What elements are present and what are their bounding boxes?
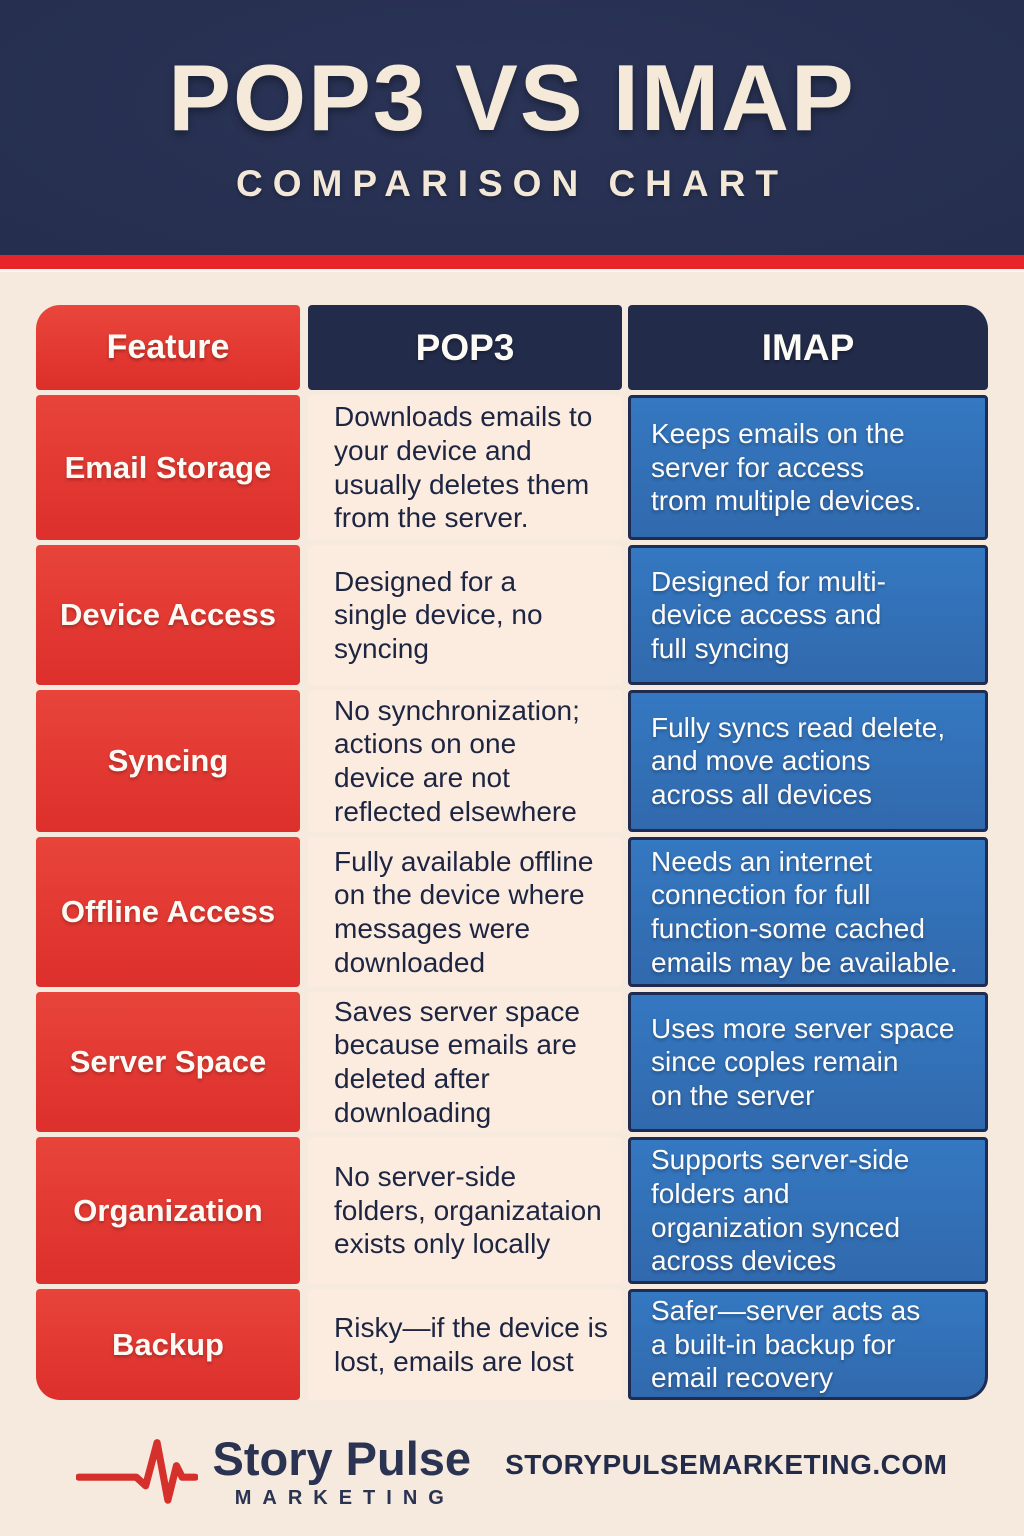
comparison-table: Feature POP3 IMAP Email Storage Download… (36, 305, 988, 1405)
imap-description: Keeps emails on the server for access tr… (651, 418, 922, 517)
pop3-cell: No synchronization; actions on one devic… (308, 690, 622, 832)
website-url: STORYPULSEMARKETING.COM (505, 1449, 948, 1480)
page-title: POP3 VS IMAP (168, 44, 856, 150)
column-header-pop3: POP3 (308, 305, 622, 390)
column-header-label: POP3 (415, 326, 515, 368)
pop3-cell: No server-side folders, organizataion ex… (308, 1137, 622, 1284)
feature-label: Organization (73, 1192, 263, 1228)
feature-cell: Offline Access (36, 837, 300, 987)
table-row-offline-access: Offline Access Fully available offline o… (36, 837, 988, 987)
brand-name: Story Pulse (212, 1431, 472, 1485)
pop3-cell: Saves server space because emails are de… (308, 992, 622, 1132)
imap-description: Fully syncs read delete, and move action… (651, 711, 946, 810)
red-accent-stripe (0, 255, 1024, 272)
imap-cell: Keeps emails on the server for access tr… (628, 395, 988, 540)
pop3-cell: Designed for a single device, no syncing (308, 545, 622, 685)
pop3-description: No server-side folders, organizataion ex… (334, 1161, 602, 1260)
feature-label: Backup (112, 1326, 224, 1362)
heartbeat-pulse-icon (76, 1439, 199, 1504)
brand-logo: Story Pulse MARKETING (76, 1432, 471, 1512)
feature-cell: Device Access (36, 545, 300, 685)
pop3-description: No synchronization; actions on one devic… (334, 694, 580, 827)
column-header-label: IMAP (761, 326, 855, 368)
imap-cell: Fully syncs read delete, and move action… (628, 690, 988, 832)
column-header-feature: Feature (36, 305, 300, 390)
pop3-description: Risky—if the device is lost, emails are … (334, 1311, 608, 1377)
table-row-backup: Backup Risky—if the device is lost, emai… (36, 1289, 988, 1400)
pop3-description: Saves server space because emails are de… (334, 995, 580, 1128)
imap-description: Safer—server acts as a built-in backup f… (651, 1295, 921, 1394)
page-subtitle: COMPARISON CHART (236, 162, 788, 204)
feature-cell: Backup (36, 1289, 300, 1400)
imap-description: Uses more server space since coples rema… (651, 1012, 955, 1111)
pop3-cell: Fully available offline on the device wh… (308, 837, 622, 987)
imap-cell: Designed for multi- device access and fu… (628, 545, 988, 685)
header-banner: POP3 VS IMAP COMPARISON CHART (0, 0, 1024, 255)
column-header-imap: IMAP (628, 305, 988, 390)
table-row-server-space: Server Space Saves server space because … (36, 992, 988, 1132)
footer: Story Pulse MARKETING STORYPULSEMARKETIN… (0, 1408, 1024, 1536)
pop3-description: Downloads emails to your device and usua… (334, 401, 593, 534)
pop3-description: Designed for a single device, no syncing (334, 565, 543, 664)
imap-description: Designed for multi- device access and fu… (651, 565, 886, 664)
feature-label: Email Storage (64, 449, 272, 485)
table-row-device-access: Device Access Designed for a single devi… (36, 545, 988, 685)
feature-cell: Server Space (36, 992, 300, 1132)
pop3-cell: Downloads emails to your device and usua… (308, 395, 622, 540)
feature-cell: Organization (36, 1137, 300, 1284)
feature-label: Syncing (107, 743, 229, 778)
table-row-syncing: Syncing No synchronization; actions on o… (36, 690, 988, 832)
feature-cell: Email Storage (36, 395, 300, 540)
feature-label: Server Space (69, 1044, 267, 1079)
pop3-cell: Risky—if the device is lost, emails are … (308, 1289, 622, 1400)
imap-cell: Uses more server space since coples rema… (628, 992, 988, 1132)
imap-cell: Supports server-side folders and organiz… (628, 1137, 988, 1284)
imap-cell: Needs an internet connection for full fu… (628, 837, 988, 987)
brand-text: Story Pulse MARKETING (212, 1431, 472, 1510)
feature-label: Offline Access (60, 894, 276, 929)
table-row-email-storage: Email Storage Downloads emails to your d… (36, 395, 988, 540)
imap-cell: Safer—server acts as a built-in backup f… (628, 1289, 988, 1400)
column-header-label: Feature (106, 328, 230, 366)
imap-description: Needs an internet connection for full fu… (651, 845, 958, 978)
feature-cell: Syncing (36, 690, 300, 832)
table-row-organization: Organization No server-side folders, org… (36, 1137, 988, 1284)
feature-label: Device Access (59, 597, 277, 632)
imap-description: Supports server-side folders and organiz… (651, 1144, 910, 1277)
pop3-description: Fully available offline on the device wh… (334, 845, 594, 978)
brand-subtitle: MARKETING (234, 1487, 455, 1510)
table-header-row: Feature POP3 IMAP (36, 305, 988, 390)
